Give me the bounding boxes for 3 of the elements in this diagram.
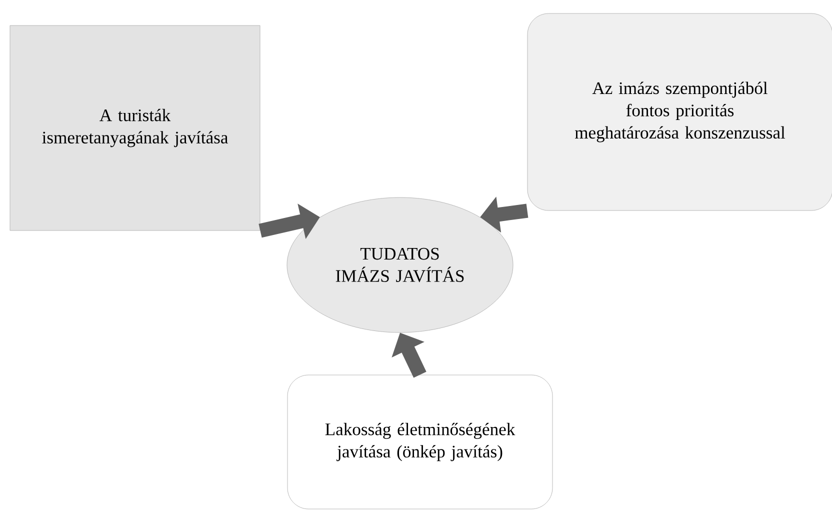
process-box: A turisták ismeretanyagának javítása [10,25,260,231]
process-box: Az imázs szempontjából fontos prioritás meghatározása konszenzussal [527,13,832,211]
process-box: Lakosság életminőségének javítása (önkép javítás) [287,374,553,510]
